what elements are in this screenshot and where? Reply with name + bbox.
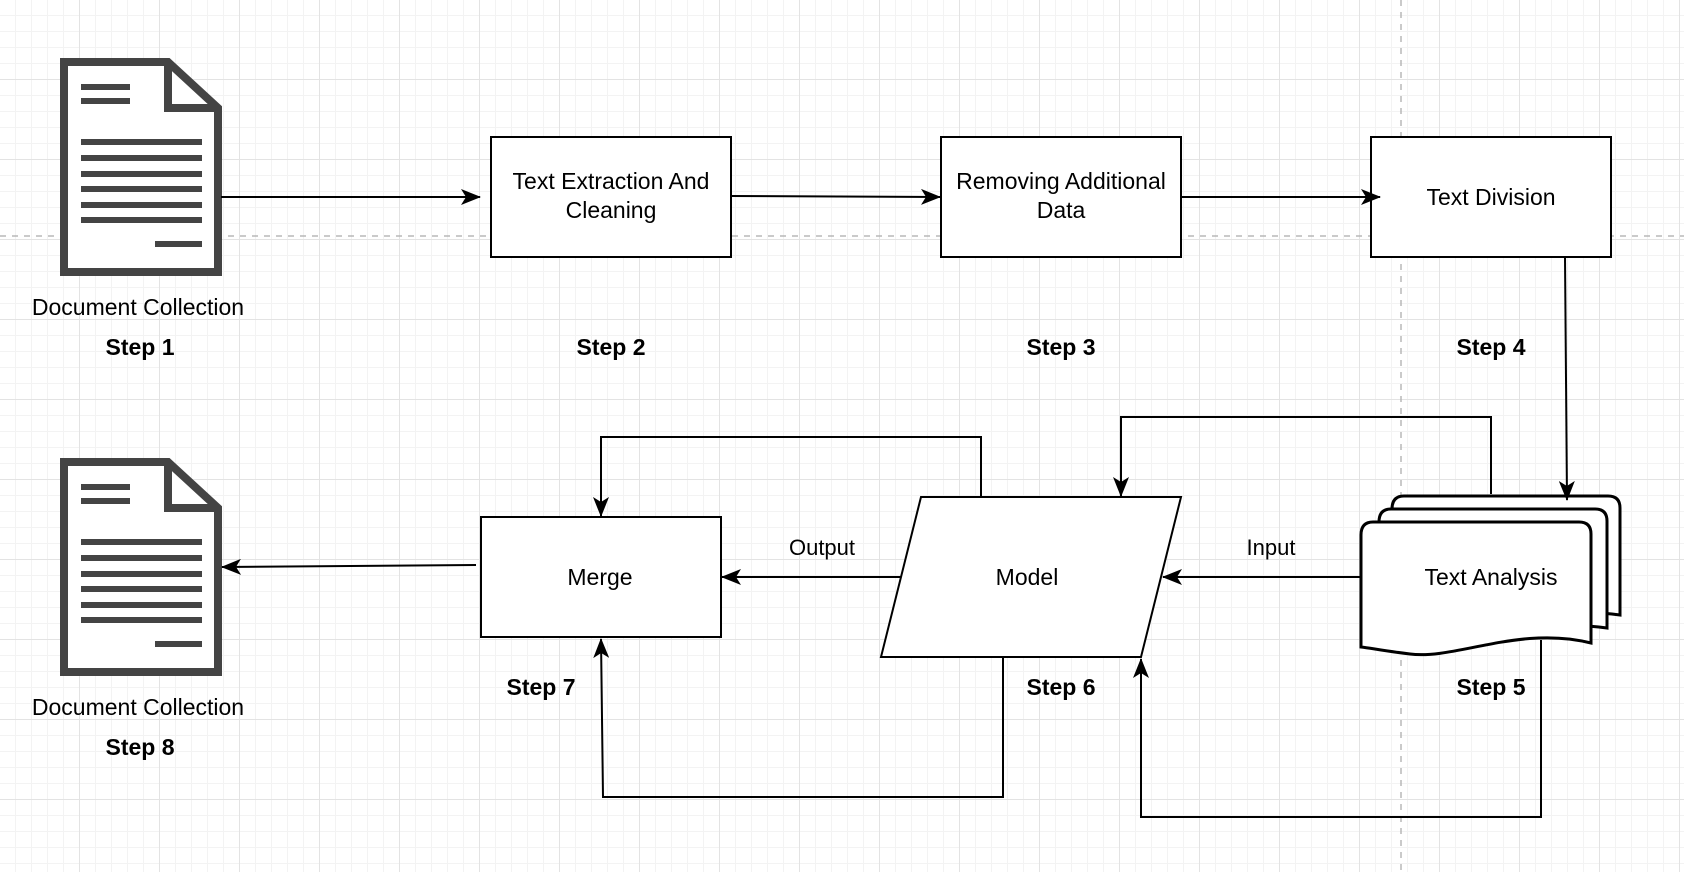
document-collection-icon[interactable] bbox=[64, 62, 218, 272]
output-edge-label: Output bbox=[789, 535, 855, 560]
edge-step4-to-step5[interactable] bbox=[1558, 256, 1575, 501]
document-collection-label: Document Collection bbox=[32, 294, 244, 320]
step-1-label: Step 1 bbox=[105, 334, 174, 360]
removing-data-node[interactable]: Removing Additional Data bbox=[940, 136, 1182, 258]
model-node[interactable]: Model bbox=[879, 496, 1183, 658]
edge-merge-to-step8[interactable] bbox=[221, 558, 477, 575]
edge-step5-to-model-top[interactable] bbox=[1113, 416, 1492, 497]
merge-label: Merge bbox=[567, 564, 632, 590]
step-3-label: Step 3 bbox=[1026, 334, 1095, 360]
text-division-label: Text Division bbox=[1426, 184, 1555, 210]
removing-data-label-line2: Data bbox=[1037, 197, 1086, 223]
edge-model-to-merge-bottom[interactable] bbox=[593, 638, 1004, 798]
document-collection-output-icon[interactable] bbox=[64, 462, 218, 672]
step-6-label: Step 6 bbox=[1026, 674, 1095, 700]
text-extraction-node[interactable]: Text Extraction And Cleaning bbox=[490, 136, 732, 258]
text-extraction-label-line1: Text Extraction And bbox=[513, 168, 710, 194]
text-analysis-label: Text Analysis bbox=[1425, 564, 1558, 590]
input-edge-label: Input bbox=[1247, 535, 1296, 560]
text-division-node[interactable]: Text Division bbox=[1370, 136, 1612, 258]
text-extraction-label-line2: Cleaning bbox=[566, 197, 657, 223]
edge-step2-to-step3[interactable] bbox=[730, 188, 941, 205]
step-7-label: Step 7 bbox=[506, 674, 575, 700]
document-collection-output-label: Document Collection bbox=[32, 694, 244, 720]
edge-step5-to-model-bottom[interactable] bbox=[1133, 640, 1542, 818]
step-4-label: Step 4 bbox=[1456, 334, 1525, 360]
text-analysis-node[interactable]: Text Analysis bbox=[1359, 482, 1622, 657]
merge-node[interactable]: Merge bbox=[480, 516, 722, 638]
removing-data-label-line1: Removing Additional bbox=[956, 168, 1166, 194]
step-8-label: Step 8 bbox=[105, 734, 174, 760]
edge-model-to-merge-top[interactable] bbox=[593, 436, 982, 517]
step-5-label: Step 5 bbox=[1456, 674, 1525, 700]
step-2-label: Step 2 bbox=[576, 334, 645, 360]
model-label: Model bbox=[996, 564, 1059, 590]
